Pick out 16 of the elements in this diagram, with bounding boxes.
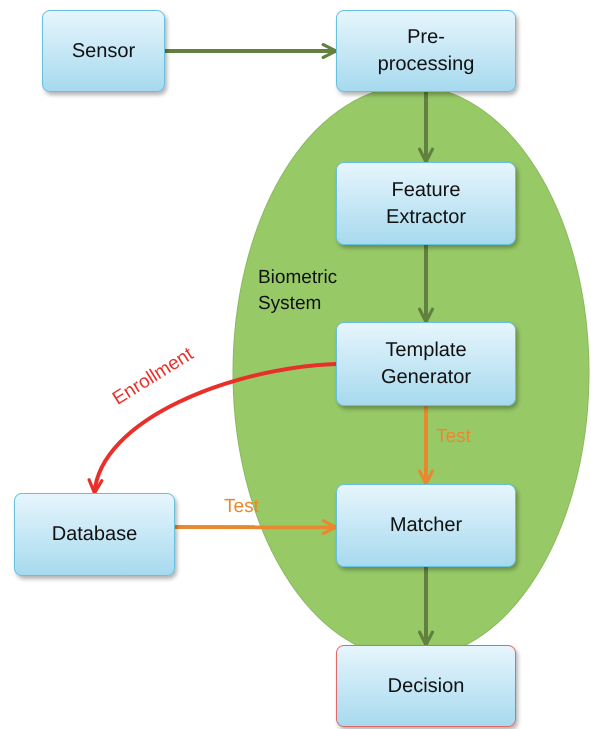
arrow	[418, 567, 434, 647]
decision-box: Decision	[336, 645, 516, 727]
process-box: Database	[14, 493, 175, 576]
process-box: Feature Extractor	[336, 162, 516, 245]
process-box: Template Generator	[336, 322, 516, 406]
process-box: Sensor	[42, 10, 165, 92]
arrow	[418, 406, 434, 486]
arrow	[89, 362, 336, 495]
arrow	[165, 43, 338, 59]
arrow	[418, 245, 434, 324]
group-label: Biometric System	[258, 266, 338, 316]
edge-label: Test	[436, 426, 471, 448]
process-box: Matcher	[336, 484, 516, 567]
arrow	[175, 519, 338, 536]
arrow	[418, 92, 434, 164]
process-box: Pre-processing	[336, 10, 516, 92]
